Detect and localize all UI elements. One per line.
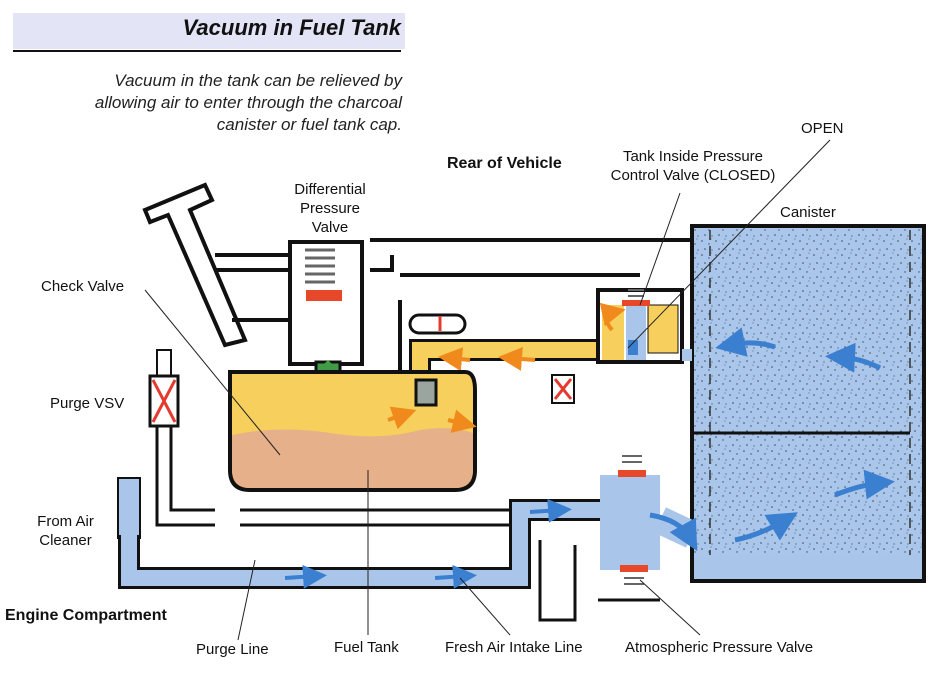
label-check-valve: Check Valve <box>41 278 125 295</box>
fresh-air-intake-line <box>117 477 600 589</box>
label-differential-pressure-valve: Differential Pressure Valve <box>280 180 380 237</box>
air-flow-arrow <box>834 469 895 500</box>
label-line: Tank Inside Pressure <box>622 148 764 165</box>
label-line: Valve <box>311 219 349 236</box>
label-tank-inside-pressure-control-valve: Tank Inside Pressure Control Valve (CLOS… <box>593 147 793 185</box>
label-fresh-air-intake-line: Fresh Air Intake Line <box>445 639 583 656</box>
region-engine-compartment: Engine Compartment <box>5 607 167 624</box>
air-flow-arrow <box>434 564 477 589</box>
label-open: OPEN <box>801 120 844 137</box>
vent-pipes <box>215 238 692 375</box>
label-line: Cleaner <box>39 532 92 549</box>
leader-lines <box>144 139 831 641</box>
vapor-flow-arrow <box>498 346 536 371</box>
subtitle-line: Vacuum in the tank can be relieved by <box>114 71 402 90</box>
canister <box>690 224 926 583</box>
filler-neck <box>142 182 248 348</box>
air-flow-arrow <box>715 327 776 357</box>
purge-vsv <box>148 349 520 527</box>
vapor-line <box>409 339 610 372</box>
air-flow-arrow <box>284 564 327 589</box>
title-rule <box>13 50 401 52</box>
subtitle: Vacuum in the tank can be relieved by al… <box>20 70 402 136</box>
fuel-tank <box>228 370 477 492</box>
tank-inside-pressure-control-valve <box>596 288 684 364</box>
air-flow-arrow <box>649 512 698 552</box>
label-atmospheric-pressure-valve: Atmospheric Pressure Valve <box>625 639 814 656</box>
label-from-air-cleaner: From Air Cleaner <box>28 512 103 550</box>
label-line: Pressure <box>299 200 361 217</box>
air-flow-arrow <box>825 342 882 373</box>
vapor-flow-arrow <box>447 409 477 433</box>
atmospheric-pressure-valve <box>538 455 698 622</box>
region-rear-of-vehicle: Rear of Vehicle <box>447 155 562 172</box>
label-purge-vsv: Purge VSV <box>50 395 125 412</box>
air-flow-arrow <box>529 498 572 523</box>
title-band <box>13 13 405 49</box>
label-line: Differential <box>294 181 366 198</box>
purge-vsv-rear <box>551 374 575 404</box>
vapor-flow-arrow <box>387 406 417 430</box>
subtitle-line: canister or fuel tank cap. <box>216 115 402 134</box>
label-line: From Air <box>37 513 94 530</box>
subtitle-line: allowing air to enter through the charco… <box>94 93 402 112</box>
air-flow-arrow <box>734 512 798 543</box>
label-purge-line: Purge Line <box>196 641 269 658</box>
cap-vent <box>408 313 467 335</box>
vapor-flow-arrow <box>438 347 471 372</box>
page-title: Vacuum in Fuel Tank <box>182 15 401 40</box>
label-fuel-tank: Fuel Tank <box>334 639 399 656</box>
label-line: Control Valve (CLOSED) <box>610 167 776 184</box>
check-valve-gray <box>414 378 438 407</box>
label-canister: Canister <box>780 204 836 221</box>
